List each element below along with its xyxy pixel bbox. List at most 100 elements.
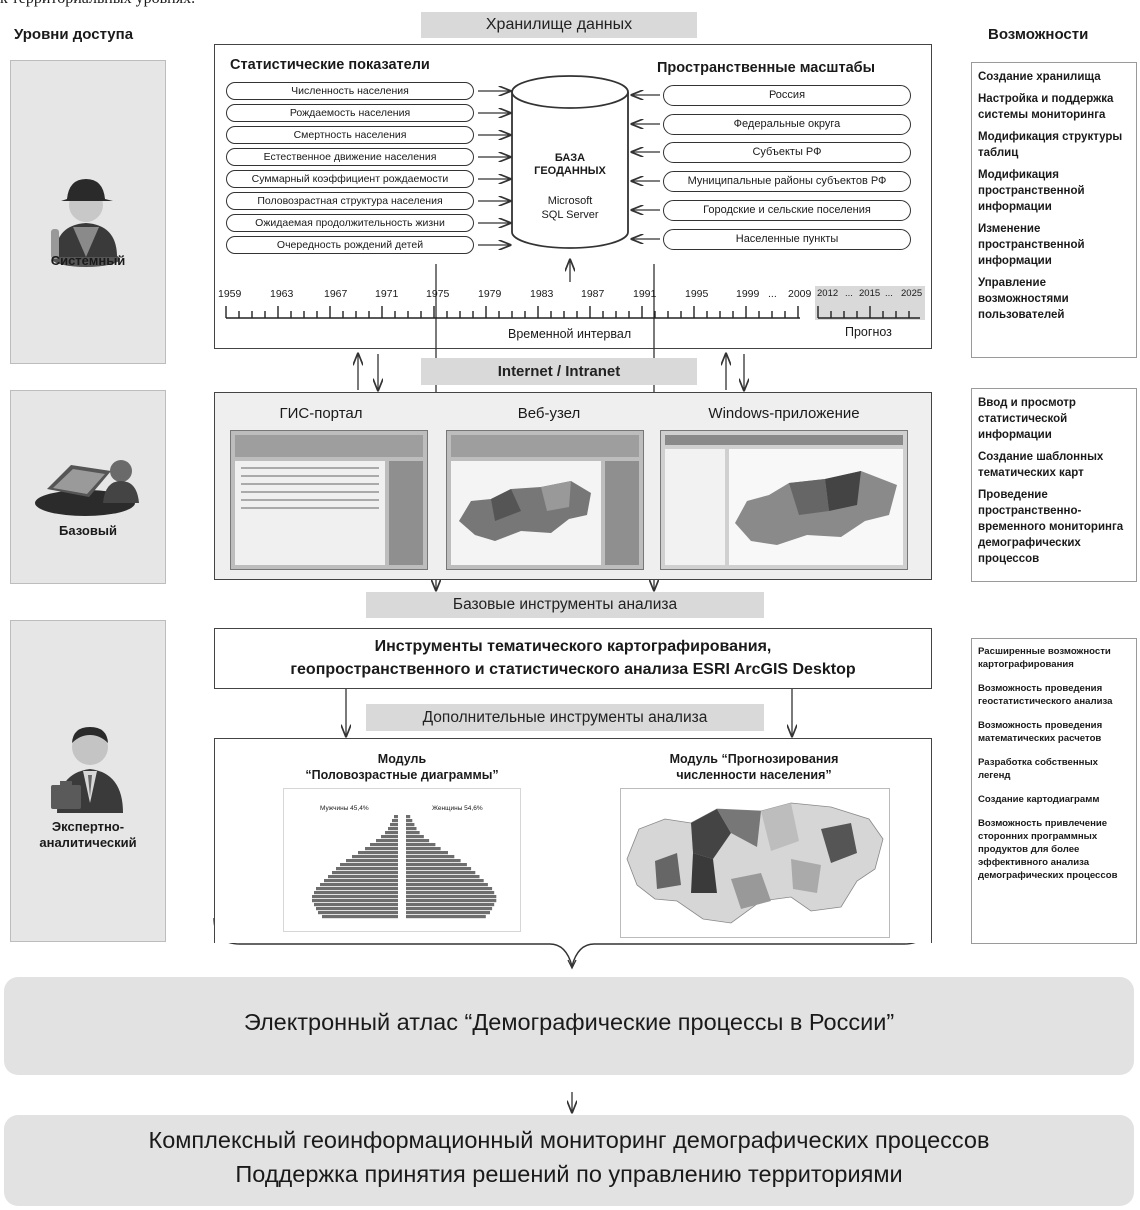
timeline-year: 1975 [426, 288, 450, 300]
pyramid-bar-female [406, 887, 493, 891]
timeline-year: 1991 [633, 288, 657, 300]
forecast-year: ... [885, 288, 893, 299]
forecast-year: 2015 [859, 288, 881, 299]
pyramid-bar-male [328, 875, 398, 879]
forecast-year: 2012 [817, 288, 839, 299]
capabilities-expert: Расширенные возможности картографировани… [971, 638, 1137, 944]
storage-title: Хранилище данных [421, 12, 697, 38]
final-line2: Поддержка принятия решений по управлению… [235, 1161, 903, 1187]
pyramid-bar-female [406, 871, 476, 875]
pyramid-bar-male [352, 855, 398, 859]
level-system-label: Системный [50, 253, 126, 268]
pyramid-bar-female [406, 895, 497, 899]
top-caption: к территориальных уровнях. [0, 0, 195, 8]
spatial-item: Федеральные округа [663, 114, 911, 135]
pyramid-bar-male [318, 911, 398, 915]
cap-item: Ввод и просмотр статистической информаци… [978, 397, 1076, 441]
stat-item: Очередность рождений детей [226, 236, 474, 254]
pyramid-bar-female [406, 831, 420, 835]
timeline-year: 1999 [736, 288, 760, 300]
spatial-item: Населенные пункты [663, 229, 911, 250]
module1-title-1: Модуль [377, 752, 427, 766]
pyramid-bar-female [406, 839, 430, 843]
capabilities-basic: Ввод и просмотр статистической информаци… [971, 388, 1137, 582]
gis-portal-screenshot [230, 430, 428, 570]
module2-title-2: численности населения” [676, 768, 832, 782]
cap-item: Возможность привлечение сторонних програ… [978, 818, 1118, 881]
timeline-year: 1959 [218, 288, 242, 300]
cap-item: Расширенные возможности картографировани… [978, 646, 1111, 670]
pyramid-bar-female [406, 835, 424, 839]
pyramid-bar-male [340, 863, 398, 867]
forecast-years: 2012 ... 2015 ... 2025 [817, 288, 925, 302]
level-expert: Экспертно- аналитический [10, 620, 166, 942]
pyramid-bars [312, 815, 497, 919]
pyramid-bar-female [406, 843, 436, 847]
module2-title-1: Модуль “Прогнозирования [669, 752, 839, 766]
capabilities-header: Возможности [988, 26, 1089, 43]
pyramid-bar-male [316, 887, 398, 891]
db-label-3: Microsoft [547, 195, 593, 207]
cap-item: Настройка и поддержка системы мониторинг… [978, 93, 1114, 121]
access-levels-header: Уровни доступа [14, 26, 134, 43]
atlas-box: Электронный атлас “Демографические проце… [4, 977, 1134, 1075]
cap-item: Возможность проведения геостатистическог… [978, 683, 1113, 707]
pyramid-bar-male [370, 843, 398, 847]
pyramid-bar-male [392, 819, 398, 823]
pyramid-bar-male [388, 827, 398, 831]
pyramid-bar-male [358, 851, 398, 855]
pyramid-bar-male [314, 891, 398, 895]
pyramid-bar-male [332, 871, 398, 875]
level-basic: Базовый [10, 390, 166, 584]
pyramid-bar-male [376, 839, 398, 843]
internet-intranet-bar: Internet / Intranet [421, 358, 697, 385]
timeline-year: 1983 [530, 288, 554, 300]
cap-item: Создание хранилища [978, 71, 1101, 83]
level-system: Системный [10, 60, 166, 364]
module1-title-2: “Половозрастные диаграммы” [305, 768, 499, 782]
stat-item: Рождаемость населения [226, 104, 474, 122]
stat-item: Естественное движение населения [226, 148, 474, 166]
stat-item: Смертность населения [226, 126, 474, 144]
esri-tools-box [214, 628, 932, 689]
pyramid-bar-female [406, 915, 486, 919]
forecast-map [620, 788, 890, 938]
pyramid-bar-male [346, 859, 398, 863]
pyramid-bar-female [406, 847, 441, 851]
pyramid-bar-male [336, 867, 398, 871]
timeline-year: 1987 [581, 288, 605, 300]
timeline-year: 1995 [685, 288, 709, 300]
panel-title-windows: Windows-приложение [708, 405, 860, 422]
spatial-item: Россия [663, 85, 911, 106]
russia-map-thumbnail [735, 471, 897, 545]
timeline-year: 1963 [270, 288, 294, 300]
final-box: Комплексный геоинформационный мониторинг… [4, 1115, 1134, 1206]
stat-item: Суммарный коэффициент рождаемости [226, 170, 474, 188]
cap-item: Создание шаблонных тематических карт [978, 451, 1104, 479]
pyramid-bar-male [365, 847, 398, 851]
level-basic-label: Базовый [59, 523, 117, 538]
population-pyramid: Мужчины 45,4% Женщины 54,6% [283, 788, 521, 932]
level-expert-label: Экспертно- аналитический [39, 819, 137, 850]
timeline-year: 1967 [324, 288, 348, 300]
laptop-user-icon [35, 460, 139, 516]
forecast-label: Прогноз [845, 325, 892, 339]
windows-app-screenshot [660, 430, 908, 570]
spatial-item: Субъекты РФ [663, 142, 911, 163]
cap-item: Разработка собственных легенд [978, 757, 1098, 781]
capabilities-system: Создание хранилища Настройка и поддержка… [971, 62, 1137, 358]
pyramid-bar-female [406, 851, 448, 855]
timeline-label: Временной интервал [508, 327, 632, 341]
extra-tools-bar: Дополнительные инструменты анализа [366, 704, 764, 731]
timeline-years: 1959 1963 1967 1971 1975 1979 1983 1987 … [218, 288, 818, 302]
forecast-year: ... [845, 288, 853, 299]
pyramid-bar-female [406, 903, 495, 907]
timeline-year: 1979 [478, 288, 502, 300]
pyramid-bar-female [406, 815, 411, 819]
pyramid-bar-female [406, 863, 467, 867]
pyramid-men-label: Мужчины 45,4% [320, 805, 369, 812]
pyramid-bar-female [406, 819, 413, 823]
pyramid-bar-female [406, 907, 493, 911]
pyramid-bar-male [316, 907, 398, 911]
cap-item: Создание картодиаграмм [978, 794, 1100, 805]
